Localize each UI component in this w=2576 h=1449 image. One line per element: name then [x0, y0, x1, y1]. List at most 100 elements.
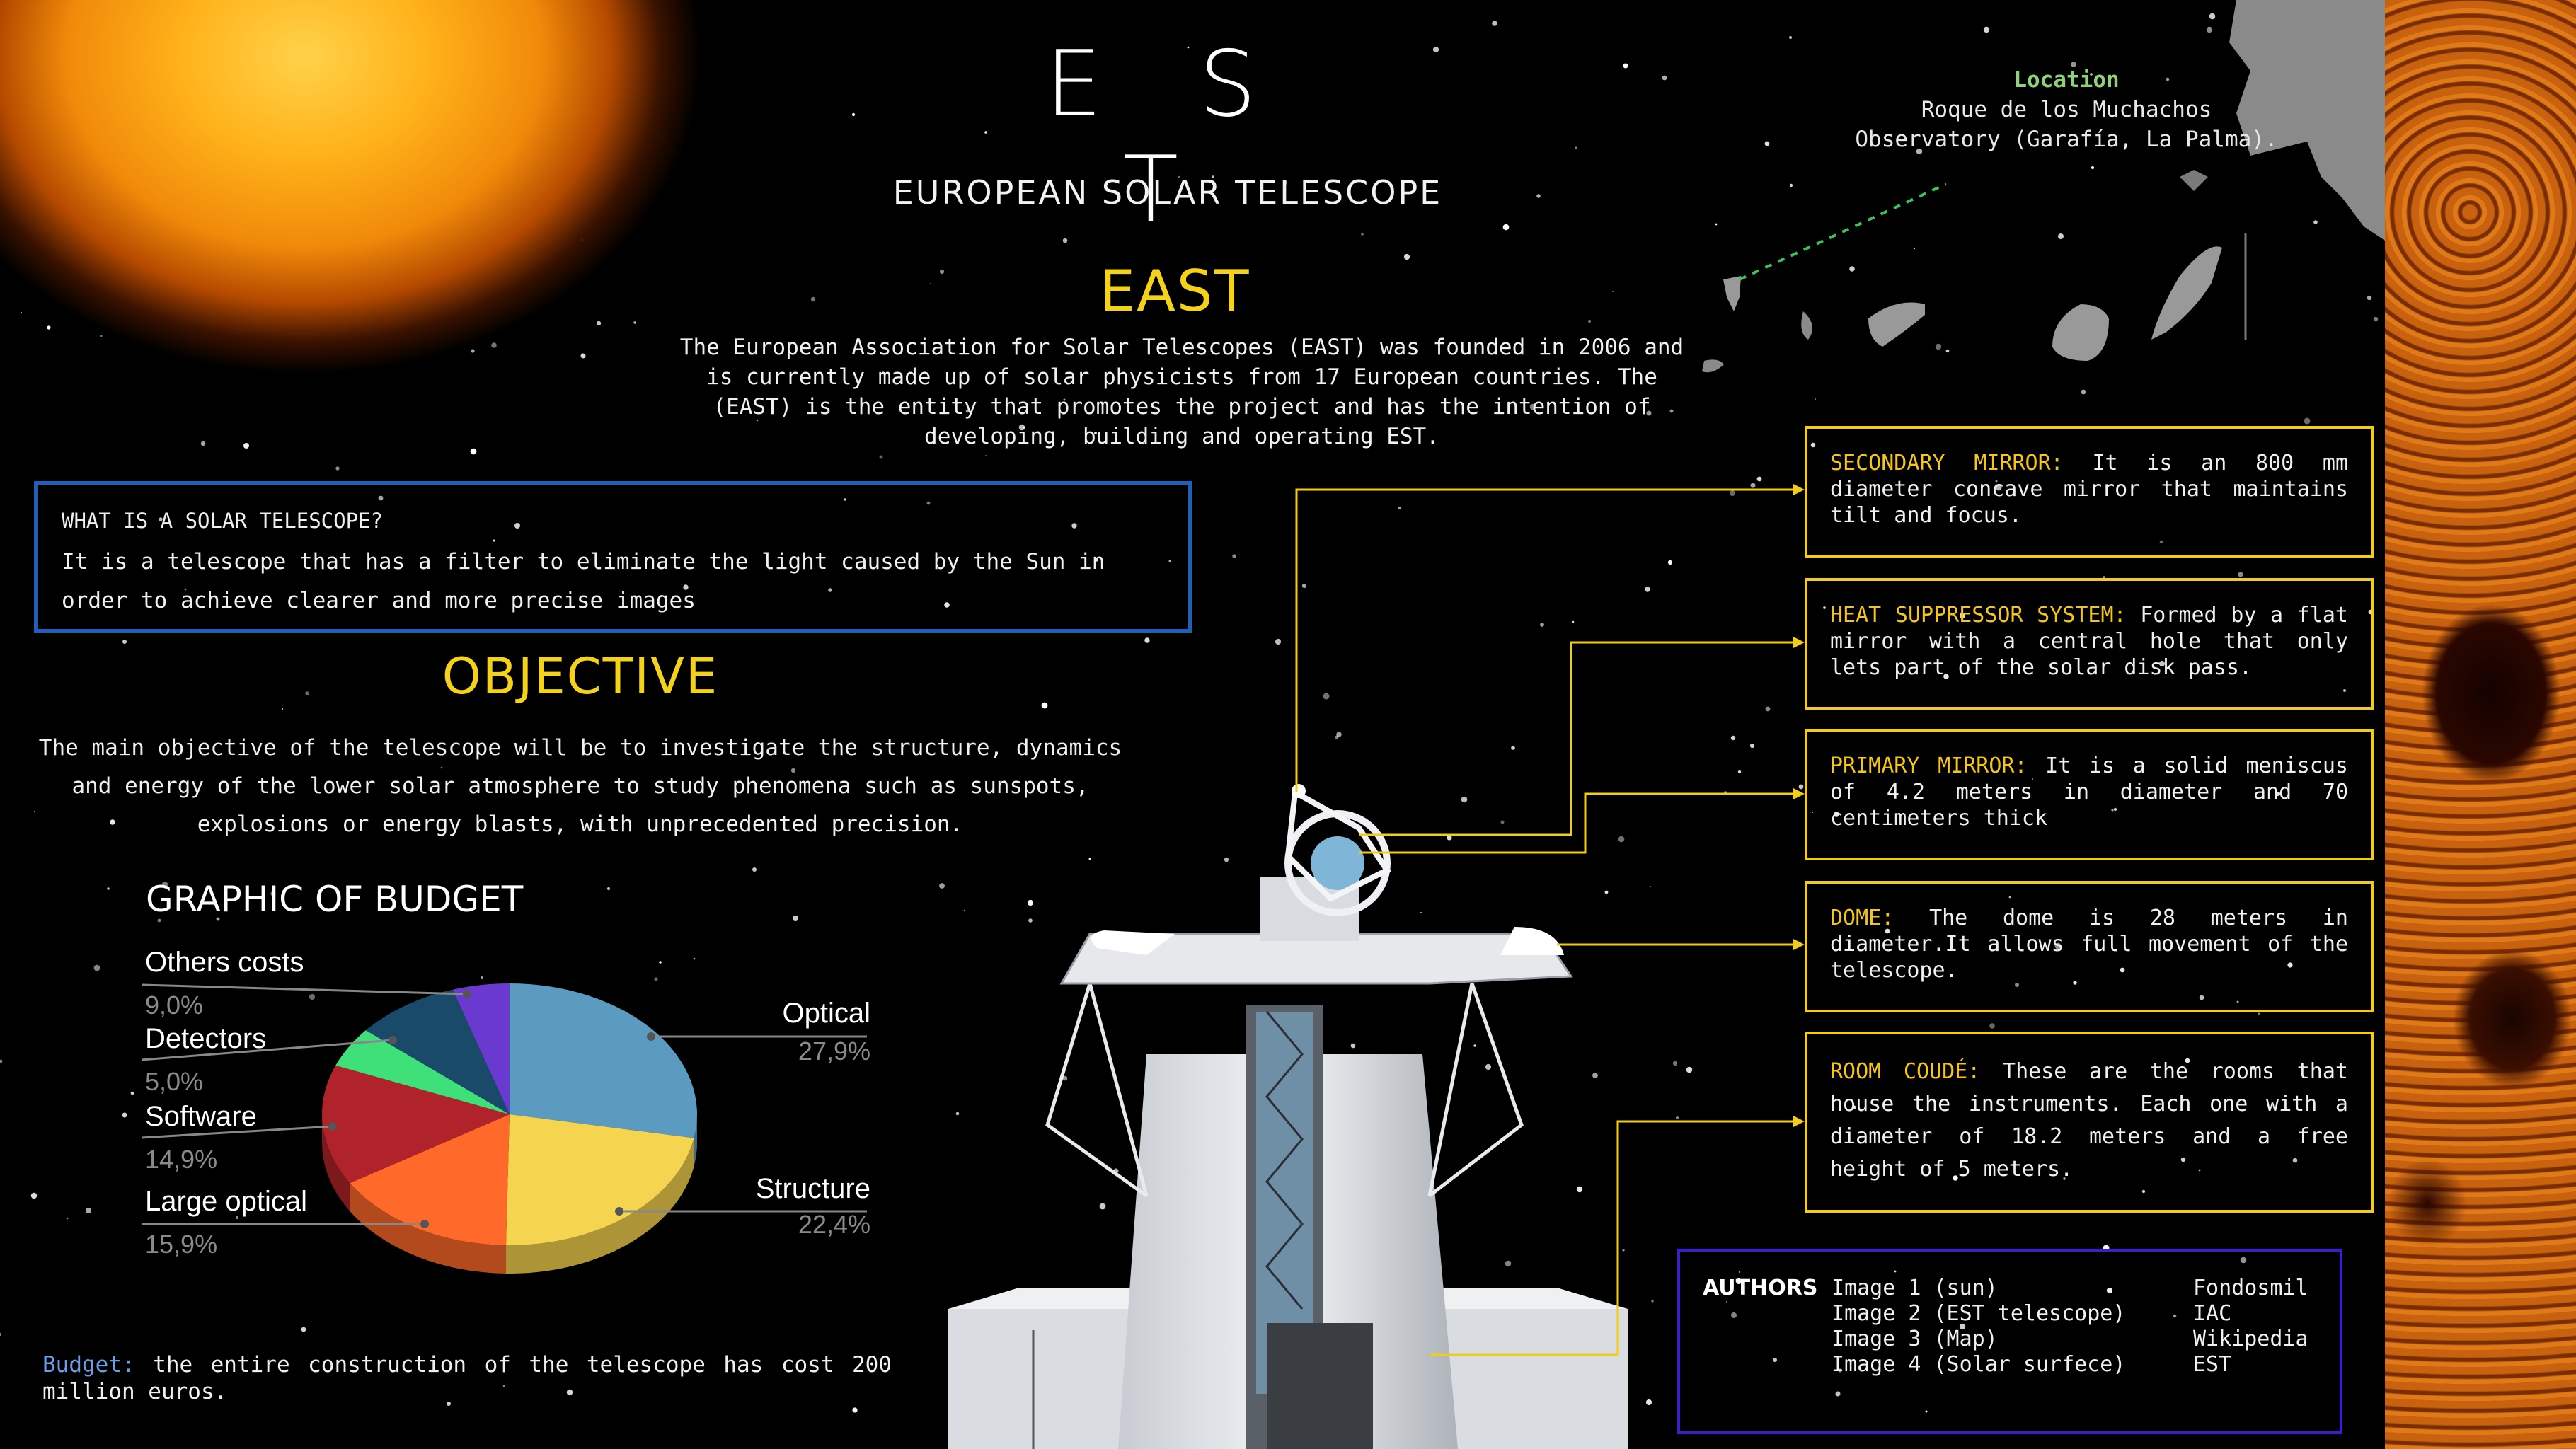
pie-slice: [350, 1114, 510, 1245]
star: [1935, 343, 1942, 350]
star: [2258, 1012, 2260, 1015]
star: [926, 501, 931, 505]
star: [1823, 606, 1826, 609]
star: [1572, 620, 1575, 623]
pie-slice-side: [350, 1183, 507, 1274]
star: [2373, 316, 2379, 322]
star: [1212, 175, 1214, 178]
star: [1094, 558, 1098, 562]
pie-value: 22,4%: [798, 1210, 870, 1239]
star: [1088, 858, 1091, 860]
star: [1062, 1075, 1068, 1081]
star: [1983, 26, 1990, 33]
star: [2032, 778, 2033, 780]
star: [2313, 220, 2318, 224]
star: [1959, 1323, 1966, 1330]
star: [2275, 791, 2281, 797]
star: [514, 523, 520, 529]
star: [1953, 1175, 1958, 1181]
star: [1027, 899, 1034, 906]
star: [86, 1208, 91, 1213]
star: [1737, 770, 1742, 774]
star: [378, 495, 384, 501]
sun-image: [0, 0, 750, 481]
star: [1894, 1270, 1897, 1273]
star: [1945, 349, 1950, 353]
author-source-2: IAC: [2193, 1301, 2232, 1326]
star: [2238, 572, 2243, 577]
star: [1715, 223, 1718, 226]
star: [1323, 693, 1330, 700]
dome-key: DOME:: [1830, 906, 1894, 930]
star: [1275, 638, 1282, 645]
star: [184, 588, 187, 591]
secondary-mirror-text: It is an 800 mm diameter concave mirror …: [1830, 451, 2349, 528]
star: [1028, 918, 1033, 923]
star: [810, 296, 816, 302]
star: [1511, 746, 1515, 750]
star: [1943, 674, 1949, 679]
star: [1350, 1043, 1356, 1049]
star: [1224, 857, 1229, 862]
star: [1336, 732, 1342, 737]
star: [2159, 540, 2163, 544]
star: [1960, 613, 1965, 618]
star: [2008, 896, 2011, 899]
star: [1835, 1391, 1841, 1397]
star: [1645, 1399, 1652, 1406]
solar-telescope-question: WHAT IS A SOLAR TELESCOPE?: [62, 509, 383, 533]
primary-mirror-text: It is a solid meniscus of 4.2 meters in …: [1830, 754, 2348, 831]
room-coude-key: ROOM COUDÉ:: [1830, 1059, 1981, 1084]
star: [2081, 389, 2086, 395]
star: [1645, 587, 1650, 592]
star: [1810, 442, 1816, 448]
star: [130, 1091, 134, 1095]
star: [2199, 995, 2204, 1000]
star: [2058, 233, 2064, 239]
star: [309, 993, 316, 1000]
star: [1646, 410, 1652, 416]
star: [1492, 21, 1497, 26]
star: [2251, 1066, 2255, 1070]
star: [1811, 811, 1814, 814]
secondary-mirror-box: SECONDARY MIRROR: It is an 800 mm diamet…: [1805, 426, 2374, 558]
star: [2198, 1169, 2201, 1172]
star: [659, 961, 662, 964]
star: [1301, 583, 1307, 589]
pie-label: Optical: [782, 998, 871, 1029]
star: [1062, 238, 1068, 243]
solar-telescope-answer: It is a telescope that has a filter to e…: [62, 549, 1105, 613]
pie-value: 27,9%: [798, 1037, 870, 1066]
star: [1283, 180, 1287, 185]
pie-slice-side: [506, 1138, 694, 1274]
star: [2240, 1257, 2247, 1264]
star: [955, 1112, 960, 1116]
star: [1672, 1061, 1678, 1066]
star: [1749, 743, 1755, 749]
budget-note-text: the entire construction of the telescope…: [42, 1352, 892, 1404]
star: [157, 918, 161, 923]
east-heading: EAST: [1099, 258, 1250, 324]
star: [1432, 46, 1439, 53]
star: [1144, 637, 1150, 643]
star: [1485, 1063, 1492, 1070]
star: [0, 1059, 3, 1063]
star: [1604, 890, 1609, 894]
star: [122, 640, 127, 644]
star: [2159, 661, 2165, 666]
star: [447, 1402, 451, 1406]
pie-label: Large optical: [145, 1186, 308, 1217]
star: [1885, 928, 1890, 934]
star: [1730, 735, 1736, 741]
dome-box: DOME: The dome is 28 meters in diameter.…: [1805, 881, 2374, 1012]
star: [1536, 194, 1541, 198]
page-subtitle: EUROPEAN SOLAR TELESCOPE: [892, 173, 1443, 212]
star: [944, 602, 950, 608]
star: [1756, 476, 1762, 482]
star: [1473, 1044, 1476, 1047]
star: [756, 419, 759, 422]
authors-box: AUTHORS Image 1 (sun) Fondosmil Image 2 …: [1677, 1249, 2342, 1434]
east-description: The European Association for Solar Teles…: [679, 335, 1684, 449]
star: [1724, 791, 1727, 794]
pie-value: 14,9%: [145, 1145, 218, 1174]
